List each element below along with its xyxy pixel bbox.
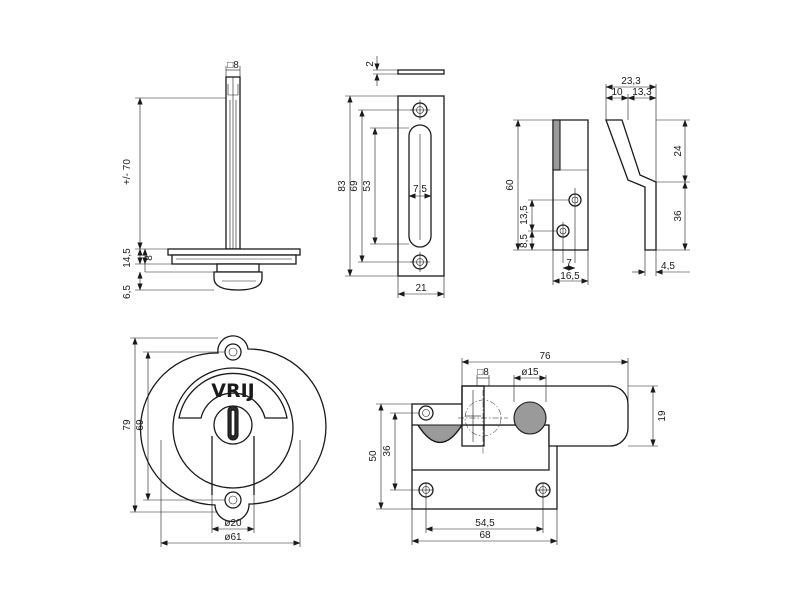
indicator-height-dim: 79 <box>122 419 133 431</box>
keeper-lip-dim: 10 <box>611 87 623 98</box>
spindle-knob-dim: 6,5 <box>122 285 133 299</box>
bolt-knob-dim: ø15 <box>521 367 539 378</box>
bolt-length-dim: 76 <box>539 351 551 362</box>
plate-pitch-dim: 69 <box>349 180 360 192</box>
bolt-width-dim: 68 <box>479 530 491 541</box>
indicator-inner-diameter-dim: ø20 <box>224 518 242 529</box>
plate-thickness-dim: 2 <box>365 61 376 67</box>
bolt-pitch-dim: 54,5 <box>475 518 495 529</box>
indicator-outer-diameter-dim: ø61 <box>224 532 242 543</box>
keeper-hole-x-dim: 7 <box>566 258 572 269</box>
keeper-base-dim: 8,5 <box>519 234 530 248</box>
keeper-foot-dim: 4,5 <box>661 261 675 272</box>
bolt-square-dim: □8 <box>477 367 489 378</box>
keeper-height-dim: 60 <box>505 179 516 191</box>
indicator-label: VRIJ <box>211 380 254 402</box>
spindle-plate-dim: 8 <box>144 255 155 261</box>
spindle-height-dim: +/- 70 <box>122 159 133 185</box>
indicator-pitch-dim: 69 <box>135 419 146 431</box>
keeper-hole-gap-dim: 13,5 <box>519 205 530 225</box>
spindle-square-dim: □8 <box>227 60 239 71</box>
keeper-depth-dim: 23,3 <box>621 76 641 87</box>
plate-slot-length-dim: 53 <box>362 180 373 192</box>
plate-width-dim: 21 <box>415 283 427 294</box>
spindle-flange-dim: 14,5 <box>122 248 133 268</box>
plate-height-dim: 83 <box>337 180 348 192</box>
bolt-tab-dim: 19 <box>657 410 668 422</box>
keeper-lower-dim: 36 <box>673 210 684 222</box>
keeper-width-dim: 16,5 <box>560 271 580 282</box>
keeper-view: 23,3 10 13,3 60 24 36 13,5 8,5 7 16,5 4,… <box>505 76 690 285</box>
bolt-front-view: 76 □8 ø15 19 50 36 54,5 68 <box>368 351 668 545</box>
keeper-top-dim: 24 <box>673 145 684 157</box>
keeper-body-dim: 13,3 <box>632 87 652 98</box>
spindle-side-view: □8 +/- 70 14,5 8 6,5 <box>122 60 301 299</box>
bolt-inner-dim: 36 <box>382 445 393 457</box>
strike-plate-view: 2 83 69 53 7,5 21 <box>337 56 445 298</box>
bolt-height-dim: 50 <box>368 450 379 462</box>
plate-slot-width-dim: 7,5 <box>413 184 427 195</box>
indicator-front-view: VRIJ 79 69 ø20 ø61 <box>122 335 327 547</box>
